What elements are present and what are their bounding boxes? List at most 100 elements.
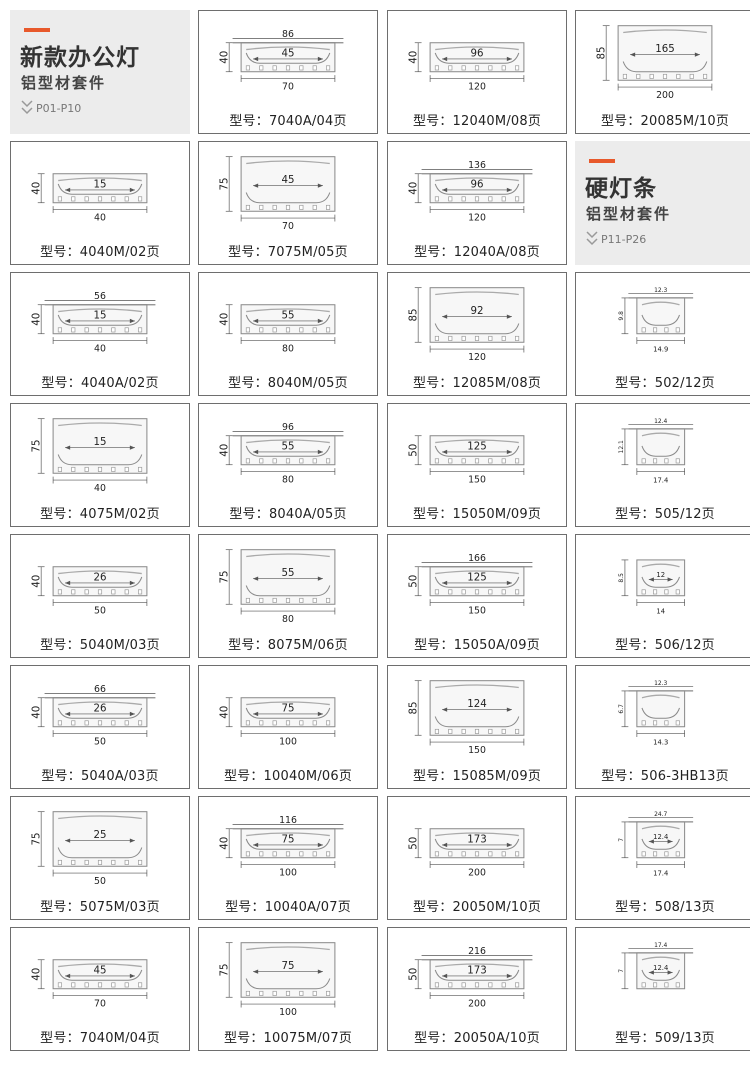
model-number: 8075M/06页	[267, 638, 348, 653]
double-chevron-down-icon	[21, 100, 33, 115]
dimension-inner-width: 12.4	[653, 833, 668, 841]
dimension-bottom-width: 200	[468, 999, 486, 1010]
model-label: 型号：	[228, 638, 268, 653]
dimension-bottom-width: 40	[94, 483, 106, 494]
dimension-top-width: 116	[279, 815, 297, 826]
model-caption: 型号：15050M/09页	[388, 503, 566, 522]
profile-drawing: 17.412.424.77	[618, 811, 694, 878]
profile-drawing: 40 15 40	[31, 173, 148, 224]
model-caption: 型号：10075M/07页	[199, 1027, 377, 1046]
model-caption: 型号：509/13页	[576, 1027, 750, 1046]
panel-subtitle: 铝型材套件	[586, 205, 672, 223]
dimension-inner-width: 45	[281, 48, 294, 59]
dimension-bottom-width: 70	[282, 221, 294, 232]
dimension-bottom-width: 100	[279, 737, 297, 748]
model-number: 10040A/07页	[264, 900, 351, 915]
dimension-side-height: 40	[31, 313, 42, 326]
dimension-top-width: 136	[468, 160, 486, 171]
dimension-bottom-width: 50	[94, 606, 106, 617]
model-number: 10075M/07页	[263, 1031, 353, 1046]
model-label: 型号：	[615, 900, 655, 915]
model-label: 型号：	[229, 507, 269, 522]
panel-subtitle: 铝型材套件	[21, 74, 107, 92]
dimension-side-height: 85	[408, 308, 419, 321]
dimension-inner-width: 165	[655, 44, 675, 55]
model-label: 型号：	[615, 507, 655, 522]
model-number: 12085M/08页	[452, 376, 542, 391]
dimension-bottom-width: 40	[94, 213, 106, 224]
model-label: 型号：	[41, 769, 81, 784]
model-number: 4075M/02页	[79, 507, 160, 522]
dimension-side-height: 40	[408, 182, 419, 195]
dimension-inner-width: 25	[93, 830, 106, 841]
dimension-side-height: 40	[31, 182, 42, 195]
dimension-side-height: 40	[219, 706, 230, 719]
dimension-top-width: 66	[94, 684, 106, 695]
dimension-side-height: 50	[408, 968, 419, 981]
model-label: 型号：	[229, 114, 269, 129]
dimension-inner-width: 125	[467, 441, 487, 452]
dimension-inner-width: 15	[93, 310, 106, 321]
dimension-side-height: 50	[408, 444, 419, 457]
dimension-bottom-width: 40	[94, 344, 106, 355]
model-caption: 型号：12040A/08页	[388, 241, 566, 260]
dimension-side-height: 12.1	[618, 440, 625, 453]
model-number: 12040A/08页	[453, 245, 540, 260]
model-caption: 型号：505/12页	[576, 503, 750, 522]
dimension-bottom-width: 120	[468, 352, 486, 363]
dimension-inner-width: 26	[93, 703, 106, 714]
dimension-side-height: 8.5	[618, 573, 625, 583]
model-number: 15085M/09页	[452, 769, 542, 784]
dimension-inner-width: 15	[93, 179, 106, 190]
dimension-top-width: 86	[282, 29, 294, 40]
model-number: 7040A/04页	[268, 114, 347, 129]
profile-drawing: 12.417.47	[618, 942, 694, 990]
model-number: 10040M/06页	[263, 769, 353, 784]
model-label: 型号：	[228, 245, 268, 260]
dimension-inner-width: 55	[281, 441, 294, 452]
model-label: 型号：	[223, 1031, 264, 1046]
dimension-bottom-width: 14.9	[653, 346, 668, 354]
model-label: 型号：	[225, 900, 265, 915]
model-caption: 型号：506/12页	[576, 634, 750, 653]
model-number: 12040M/08页	[452, 114, 542, 129]
